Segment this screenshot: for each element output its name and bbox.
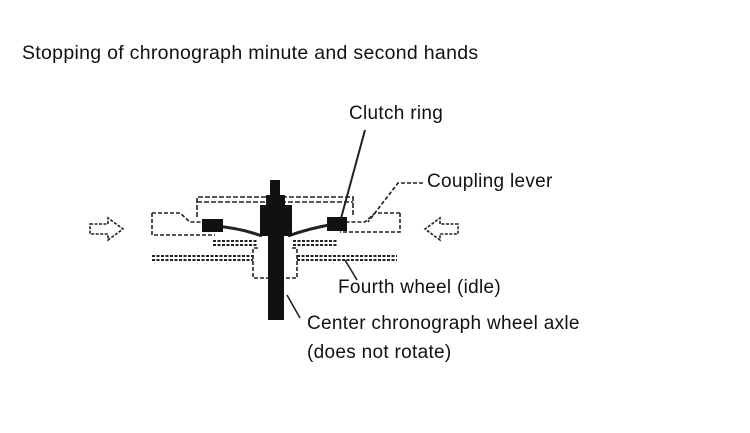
diagram-title: Stopping of chronograph minute and secon… — [22, 42, 479, 64]
right-push-arrow-icon — [423, 216, 459, 242]
label-clutch-ring: Clutch ring — [349, 103, 444, 124]
label-center-axle-note: (does not rotate) — [307, 342, 452, 363]
left-push-arrow-icon — [89, 216, 125, 242]
coupling-lever-left — [151, 212, 215, 236]
label-fourth-wheel: Fourth wheel (idle) — [338, 277, 502, 298]
label-coupling-lever: Coupling lever — [427, 171, 553, 192]
fourth-wheel-hub — [252, 247, 298, 279]
clutch-ring-right — [327, 217, 347, 231]
center-axle — [260, 180, 292, 320]
coupling-lever-right — [340, 212, 401, 233]
fourth-wheel — [152, 255, 397, 261]
label-center-axle: Center chronograph wheel axle — [307, 313, 580, 334]
clutch-ring-left — [202, 219, 223, 232]
